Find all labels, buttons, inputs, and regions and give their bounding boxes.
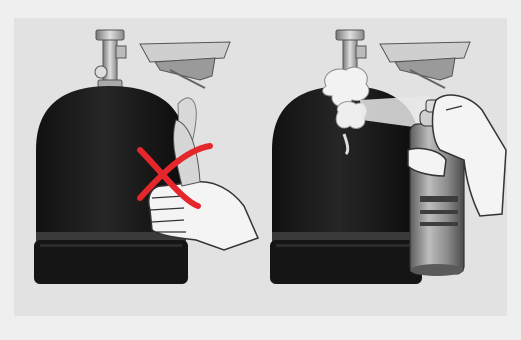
safety-illustration [0, 0, 521, 340]
